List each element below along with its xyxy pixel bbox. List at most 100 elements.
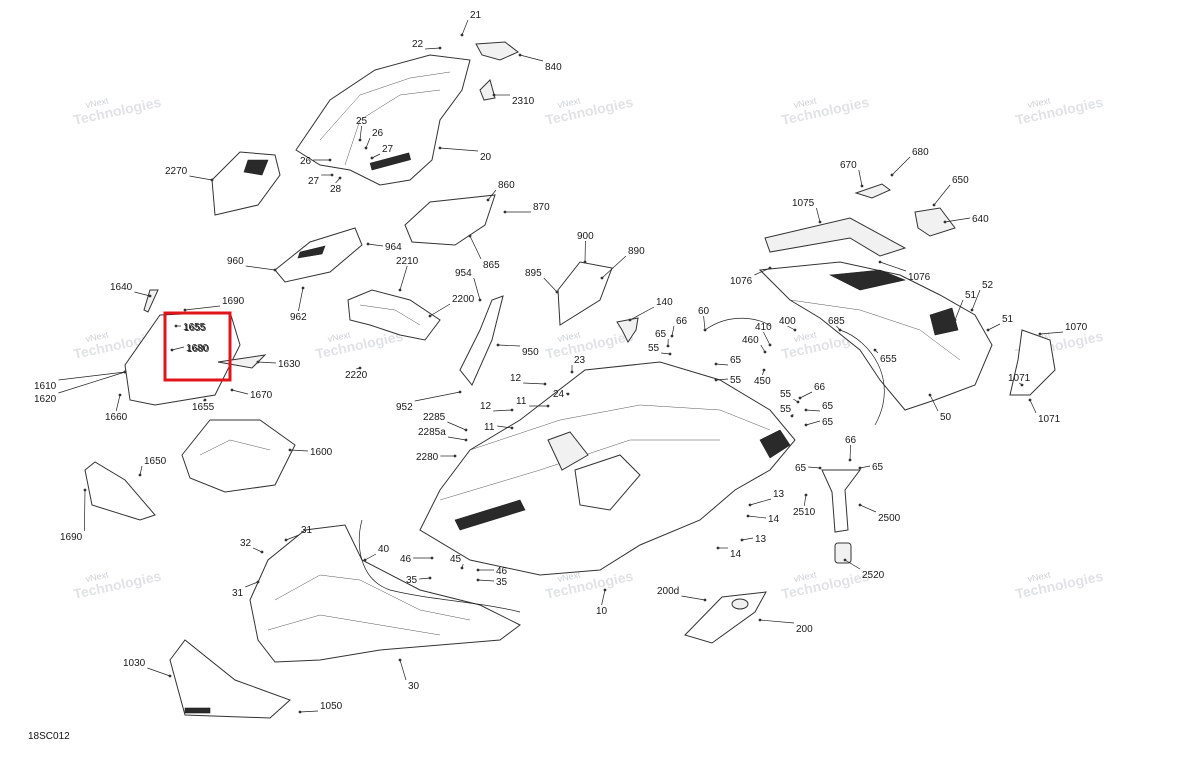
part-number-label: 12 (510, 373, 522, 384)
part-number-label: 14 (768, 514, 780, 525)
leader-end (769, 344, 772, 347)
leader-line (232, 390, 248, 394)
leader-end (487, 199, 490, 202)
leader-end (371, 157, 374, 160)
leader-line (425, 48, 440, 49)
leader-end (544, 383, 547, 386)
part-1075 (765, 218, 905, 256)
leader-line (246, 266, 275, 270)
leader-end (715, 363, 718, 366)
leader-line (750, 499, 771, 505)
part-number-label: 46 (496, 566, 508, 577)
leader-line (763, 332, 770, 345)
leader-end (769, 267, 772, 270)
leader-line (58, 372, 125, 380)
leader-line (368, 244, 383, 246)
part-number-label: 65 (655, 329, 667, 340)
leader-end (139, 474, 142, 477)
part-number-label: 51 (965, 290, 977, 301)
leader-line (58, 372, 125, 393)
part-number-label: 2520 (862, 570, 885, 581)
part-number-label: 66 (676, 316, 688, 327)
leader-end (511, 427, 514, 430)
leader-end (954, 319, 957, 322)
leader-end (794, 329, 797, 332)
leader-line (544, 278, 557, 292)
part-1070 (1010, 330, 1055, 395)
leader-end (477, 569, 480, 572)
leader-line (400, 266, 407, 290)
watermark-line2: Technologies (780, 94, 871, 128)
part-number-label: 1690 (60, 532, 83, 543)
part-number-label: 1620 (34, 394, 57, 405)
leader-end (285, 539, 288, 542)
part-number-label: 26 (300, 156, 312, 167)
leader-line (523, 383, 545, 384)
leader-line (804, 495, 806, 506)
leader-line (760, 620, 794, 623)
leader-end (454, 455, 457, 458)
part-number-label: 46 (400, 554, 412, 565)
part-number-label: 27 (382, 144, 394, 155)
leader-end (477, 579, 480, 582)
part-number-label: 1650 (144, 456, 167, 467)
part-number-label: 964 (385, 242, 402, 253)
leader-line (602, 590, 605, 605)
leader-end (461, 34, 464, 37)
leader-line (520, 55, 543, 61)
part-number-label: 2220 (345, 370, 368, 381)
leader-line (478, 580, 494, 581)
leader-line (806, 410, 820, 411)
part-number-label: 890 (628, 246, 645, 257)
diagram-reference-code: 18SC012 (28, 731, 70, 742)
part-number-label: 11 (516, 396, 527, 407)
leader-line (474, 278, 480, 300)
leader-end (971, 309, 974, 312)
part-number-label: 870 (533, 202, 550, 213)
watermark-line2: Technologies (1014, 94, 1105, 128)
leader-end (556, 291, 559, 294)
part-number-label: 650 (952, 175, 969, 186)
leader-line (716, 364, 728, 365)
leader-end (839, 329, 842, 332)
leader-end (511, 409, 514, 412)
part-number-label: 655 (880, 354, 897, 365)
leader-line (892, 157, 910, 175)
part-number-label: 640 (972, 214, 989, 225)
leader-end (204, 399, 207, 402)
leader-end (493, 94, 496, 97)
leader-end (257, 581, 260, 584)
leader-end (715, 379, 718, 382)
leader-end (861, 185, 864, 188)
part-number-label: 13 (755, 534, 767, 545)
leader-line (189, 176, 212, 180)
leader-end (339, 177, 342, 180)
leader-end (519, 54, 522, 57)
leader-end (741, 539, 744, 542)
leader-end (364, 559, 367, 562)
part-950 (460, 296, 503, 385)
part-number-label: 27 (308, 176, 320, 187)
leader-end (819, 467, 822, 470)
part-1600 (182, 420, 295, 492)
leader-end (431, 557, 434, 560)
leader-end (497, 344, 500, 347)
part-number-label: 1070 (1065, 322, 1088, 333)
leader-line (415, 392, 460, 401)
leader-line (988, 324, 1000, 330)
leader-end (84, 489, 87, 492)
leader-line (934, 185, 950, 205)
leader-end (879, 261, 882, 264)
part-890 (558, 262, 612, 325)
leader-end (604, 589, 607, 592)
leader-end (365, 147, 368, 150)
leader-line (630, 307, 654, 320)
part-number-label: 14 (730, 549, 742, 560)
leader-line (860, 505, 876, 512)
part-number-label: 400 (779, 316, 796, 327)
leader-end (331, 174, 334, 177)
part-840 (476, 42, 518, 60)
part-number-label: 2285a (418, 427, 446, 438)
